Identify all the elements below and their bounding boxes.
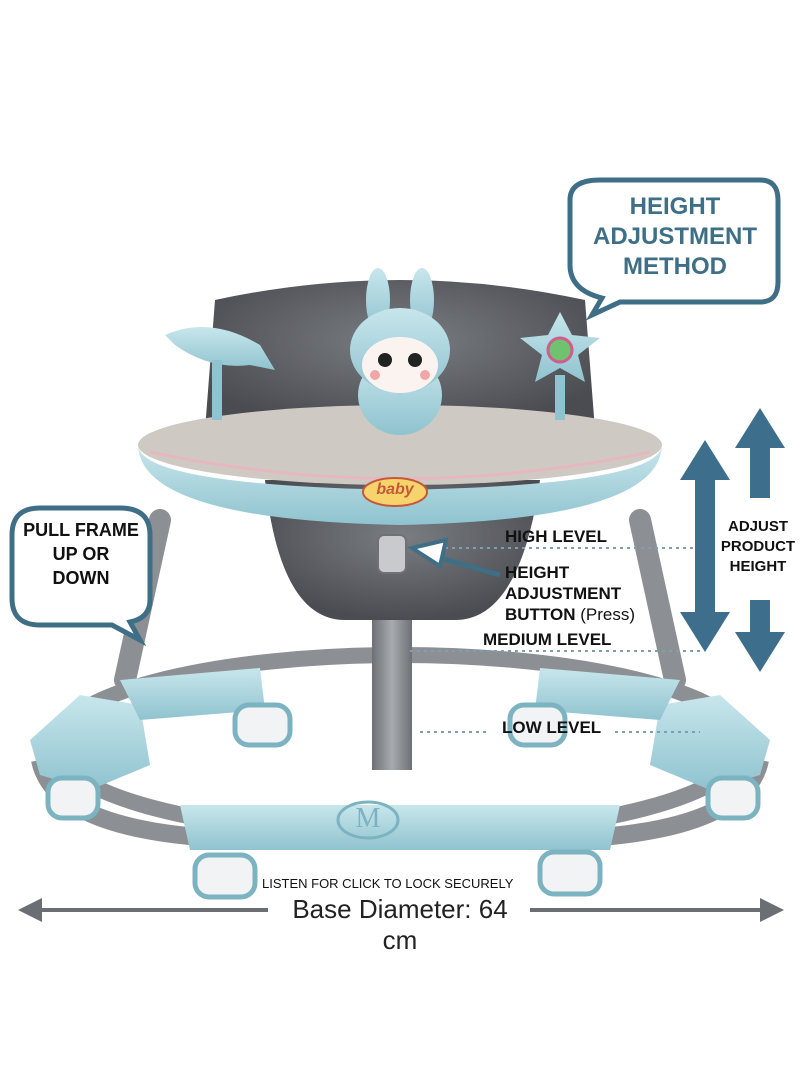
- leg-right: [629, 509, 686, 691]
- base-panel-back-left: [120, 668, 265, 720]
- footrest: [180, 805, 620, 850]
- center-column: [372, 600, 412, 770]
- height-arrows: [680, 408, 785, 672]
- high-level-label: HIGH LEVEL: [505, 527, 608, 546]
- tray-top: [138, 405, 662, 485]
- button-label-line: ADJUSTMENT: [505, 584, 622, 603]
- up-down-arrow: [680, 440, 730, 652]
- wheel: [507, 702, 568, 748]
- bubble-left-line: UP OR: [52, 544, 110, 564]
- bunny-eye-right: [408, 353, 422, 367]
- button-label-line: HEIGHT: [505, 563, 570, 582]
- bubble-top-line: ADJUSTMENT: [592, 223, 757, 250]
- bubble-left-line: DOWN: [52, 568, 110, 588]
- wheel: [537, 849, 603, 897]
- bunny-cheek-left: [370, 370, 380, 380]
- low-level-label: LOW LEVEL: [502, 718, 602, 737]
- footrest-emblem: [336, 800, 400, 840]
- dolphin-toy: [165, 327, 275, 370]
- wheel: [232, 702, 293, 748]
- bubble-top-line: METHOD: [623, 253, 727, 280]
- medium-level-label: MEDIUM LEVEL: [483, 630, 612, 649]
- bunny-eye-left: [378, 353, 392, 367]
- wheel: [705, 775, 761, 821]
- adjust-height-label: ADJUST PRODUCT HEIGHT: [716, 517, 800, 577]
- button-pointer-head: [406, 537, 449, 570]
- bubble-top-line: HEIGHT: [629, 193, 721, 220]
- base-diameter-label: Base Diameter: 64 cm: [292, 894, 508, 955]
- down-arrow: [735, 600, 785, 672]
- base-panel-right: [650, 695, 770, 790]
- bunny-face: [362, 337, 438, 393]
- tray-rim: [138, 445, 662, 525]
- tray-logo-badge: [362, 477, 428, 507]
- wheel: [192, 852, 258, 900]
- star-post: [555, 375, 565, 420]
- lock-note: LISTEN FOR CLICK TO LOCK SECURELY: [262, 876, 514, 891]
- button-label-press: (Press): [580, 605, 636, 624]
- button-pointer-line: [439, 555, 501, 578]
- dolphin-post: [212, 360, 222, 420]
- bunny-cheek-right: [420, 370, 430, 380]
- adjust-line: PRODUCT: [720, 538, 796, 555]
- bubble-top-shape: [567, 177, 781, 321]
- adjust-line: HEIGHT: [729, 558, 787, 575]
- base-panel-left: [30, 695, 150, 790]
- bubble-left-line: PULL FRAME: [23, 520, 139, 540]
- bubble-top-text: HEIGHT ADJUSTMENT METHOD: [575, 192, 775, 282]
- button-label-line: BUTTON: [505, 605, 576, 624]
- base-panel-back-right: [535, 668, 680, 720]
- adjust-line: ADJUST: [727, 518, 788, 535]
- adjust-button-label: HEIGHT ADJUSTMENT BUTTON (Press): [505, 562, 635, 625]
- adjust-button-shape: [377, 534, 407, 574]
- footrest-logo: M: [355, 803, 381, 834]
- wheel: [45, 775, 101, 821]
- bubble-left-text: PULL FRAME UP OR DOWN: [14, 518, 148, 590]
- up-arrow: [735, 408, 785, 498]
- tray-logo: baby: [376, 481, 414, 498]
- bubble-left-shape: [9, 505, 153, 647]
- wheels: [45, 702, 761, 900]
- star-toy-ball: [546, 336, 574, 364]
